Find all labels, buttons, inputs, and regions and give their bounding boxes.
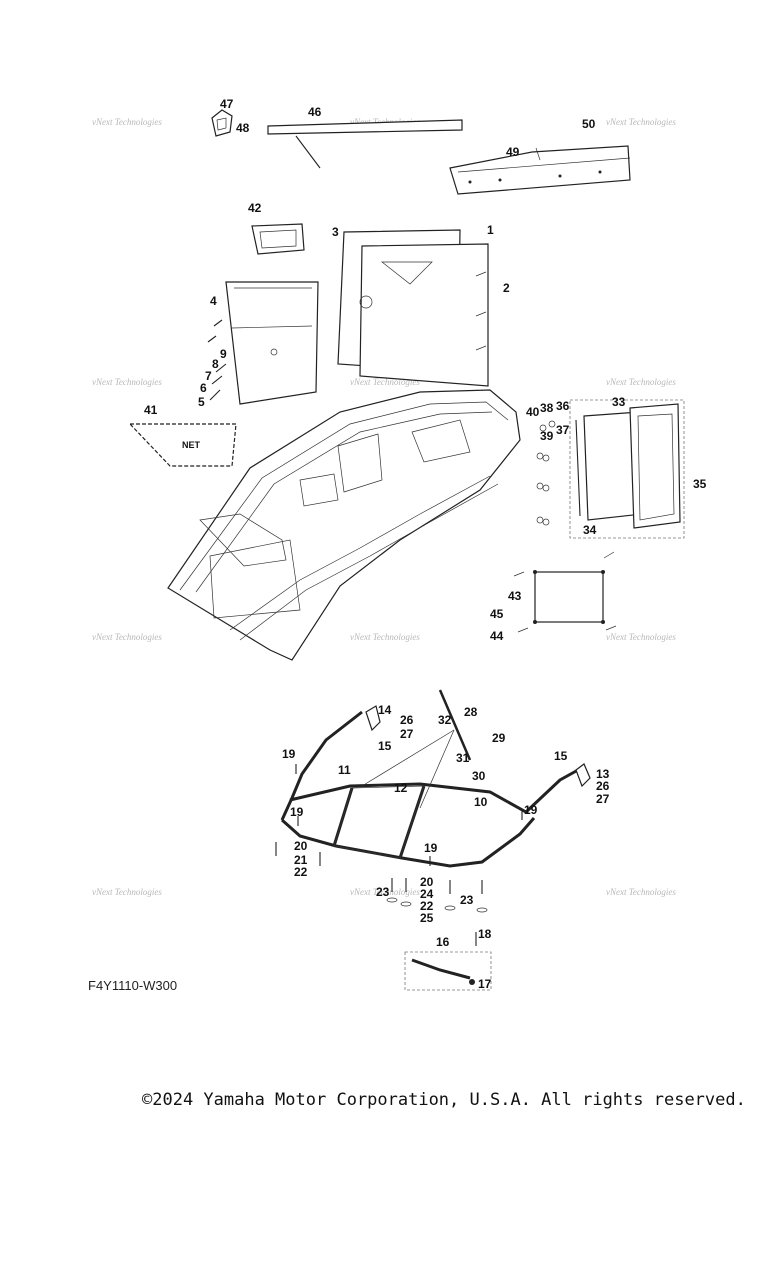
- callout: 21: [294, 853, 308, 867]
- callout: 32: [438, 713, 452, 727]
- callout: 48: [236, 121, 250, 135]
- callout: 26: [596, 779, 610, 793]
- callout: 39: [540, 429, 554, 443]
- storage-tray: [251, 223, 305, 255]
- callout: 10: [474, 795, 488, 809]
- callout: 19: [524, 803, 538, 817]
- callout: 28: [464, 705, 478, 719]
- callout: 15: [554, 749, 568, 763]
- callout: 3: [332, 225, 339, 239]
- callout: 41: [144, 403, 158, 417]
- callout: 34: [583, 523, 597, 537]
- callout: 9: [220, 347, 227, 361]
- callout: 16: [436, 935, 450, 949]
- figure-code: F4Y1110-W300: [88, 978, 178, 993]
- watermark: vNext Technologies: [606, 117, 676, 127]
- callout: 27: [596, 792, 610, 806]
- callout-labels: 1 2 3 4 5 6 7 8 9 10 11 12 13 14 15 15 1…: [144, 97, 707, 991]
- callout: 50: [582, 117, 596, 131]
- hatch-assembly: [569, 399, 685, 539]
- callout: 36: [556, 399, 570, 413]
- callout: 19: [290, 805, 304, 819]
- callout: 19: [424, 841, 438, 855]
- net-label: NET: [182, 440, 201, 450]
- washers: [536, 420, 556, 526]
- callout: 45: [490, 607, 504, 621]
- callout: 13: [596, 767, 610, 781]
- callout: 42: [248, 201, 262, 215]
- callout: 20: [294, 839, 308, 853]
- callout: 22: [420, 899, 434, 913]
- callout: 46: [308, 105, 322, 119]
- callout: 44: [490, 629, 504, 643]
- callout: 25: [420, 911, 434, 925]
- callout: 11: [338, 763, 351, 777]
- rail-part: [449, 145, 631, 195]
- callout: 14: [378, 703, 392, 717]
- callout: 1: [487, 223, 494, 237]
- callout: 47: [220, 97, 234, 111]
- watermark: vNext Technologies: [350, 377, 420, 387]
- callout: 43: [508, 589, 522, 603]
- fasteners: [207, 319, 227, 401]
- seal-assembly: [404, 932, 492, 991]
- callout: 19: [282, 747, 296, 761]
- watermark: vNext Technologies: [92, 377, 162, 387]
- callout: 26: [400, 713, 414, 727]
- callout: 37: [556, 423, 570, 437]
- callout: 5: [198, 395, 205, 409]
- cover-panel: [513, 551, 617, 633]
- callout: 38: [540, 401, 554, 415]
- callout: 20: [420, 875, 434, 889]
- callout: 29: [492, 731, 506, 745]
- storage-bin: [225, 281, 319, 405]
- watermark: vNext Technologies: [350, 632, 420, 642]
- callout: 12: [394, 781, 408, 795]
- rod-part: [267, 119, 463, 169]
- parts-diagram: vNext Technologies vNext Technologies vN…: [92, 97, 707, 991]
- callout: 33: [612, 395, 626, 409]
- watermark: vNext Technologies: [606, 377, 676, 387]
- callout: 7: [205, 369, 212, 383]
- callout: 23: [376, 885, 390, 899]
- callout: 6: [200, 381, 207, 395]
- callout: 30: [472, 769, 486, 783]
- callout: 22: [294, 865, 308, 879]
- callout: 18: [478, 927, 492, 941]
- watermark: vNext Technologies: [350, 887, 420, 897]
- boat-hull: [167, 389, 521, 661]
- callout: 35: [693, 477, 707, 491]
- screws: [275, 764, 523, 913]
- callout: 23: [460, 893, 474, 907]
- callout: 49: [506, 145, 520, 159]
- copyright-notice: ©2024 Yamaha Motor Corporation, U.S.A. A…: [142, 1090, 746, 1110]
- watermark: vNext Technologies: [92, 632, 162, 642]
- callout: 17: [478, 977, 492, 991]
- callout: 4: [210, 294, 217, 308]
- latch-part: [211, 109, 233, 137]
- door-panels: [337, 229, 489, 387]
- callout: 27: [400, 727, 414, 741]
- callout: 15: [378, 739, 392, 753]
- callout: 40: [526, 405, 540, 419]
- net-part: NET: [128, 423, 237, 467]
- watermark: vNext Technologies: [606, 887, 676, 897]
- callout: 8: [212, 357, 219, 371]
- watermark: vNext Technologies: [92, 117, 162, 127]
- callout: 31: [456, 751, 470, 765]
- callout: 24: [420, 887, 434, 901]
- callout: 2: [503, 281, 510, 295]
- watermark: vNext Technologies: [92, 887, 162, 897]
- watermark: vNext Technologies: [606, 632, 676, 642]
- windshield-frame: [280, 689, 591, 868]
